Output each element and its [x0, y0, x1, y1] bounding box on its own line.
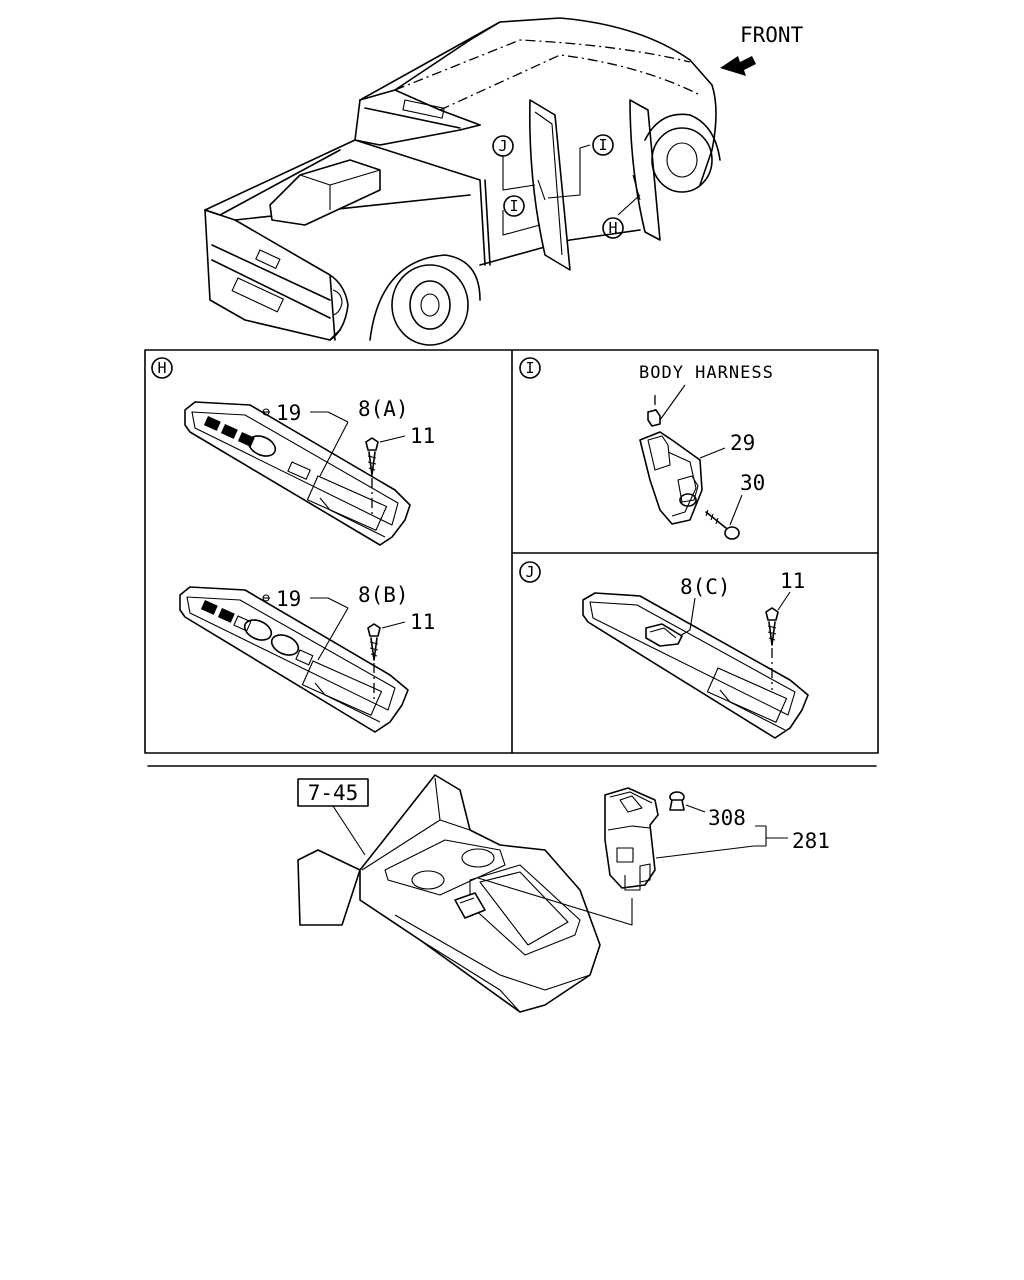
screw-30: [705, 509, 740, 540]
svg-text:H: H: [608, 219, 617, 237]
callout-j: J: [492, 135, 514, 157]
pickup-truck-illustration: [204, 17, 721, 346]
leader-8a: [319, 421, 349, 477]
label-body-harness: BODY HARNESS: [639, 363, 774, 383]
center-console-illustration: [297, 774, 601, 1013]
panel-h: H 19 8(A) 11: [151, 357, 435, 733]
label-8a: 8(A): [358, 397, 409, 421]
screw-308: [669, 791, 685, 811]
label-8c: 8(C): [680, 575, 731, 599]
callout-h: H: [602, 217, 624, 239]
panel-i: I BODY HARNESS 29 30: [519, 357, 774, 540]
detail-panels-frame: [144, 349, 879, 754]
callout-i-rear: I: [503, 195, 525, 217]
leader-281-switch: [655, 845, 755, 859]
screw-11-j: [765, 607, 779, 690]
label-19-top: 19: [276, 401, 301, 425]
door-switch-29: [639, 431, 703, 525]
leader-19-top: [310, 411, 349, 423]
leader-11-top: [379, 435, 406, 443]
screw-11-top: [365, 437, 379, 515]
front-arrow-icon: [720, 56, 756, 76]
svg-text:I: I: [509, 197, 518, 215]
leader-308: [685, 804, 706, 813]
label-11-j: 11: [780, 569, 805, 593]
switch-panel-8b: [179, 586, 409, 733]
label-7-45: 7-45: [308, 781, 359, 805]
leader-8b: [317, 607, 349, 661]
label-281: 281: [792, 829, 830, 853]
leader-11-bottom: [381, 621, 406, 629]
svg-text:J: J: [498, 137, 507, 155]
label-8b: 8(B): [358, 583, 409, 607]
panel-j-letter: J: [525, 563, 534, 581]
label-19-bottom: 19: [276, 587, 301, 611]
leader-switch-to-console: [477, 877, 633, 926]
reference-box-7-45: 7-45: [297, 778, 369, 856]
label-29: 29: [730, 431, 755, 455]
panel-i-letter: I: [525, 359, 534, 377]
label-11-top: 11: [410, 424, 435, 448]
callout-i-front: I: [592, 134, 614, 156]
panel-h-letter: H: [157, 359, 166, 377]
svg-text:I: I: [598, 136, 607, 154]
label-11-bottom: 11: [410, 610, 435, 634]
switch-281: [604, 787, 659, 891]
switch-panel-8c: [582, 592, 809, 739]
switch-panel-8a: [184, 401, 411, 546]
harness-connector: [647, 409, 661, 427]
front-label: FRONT: [740, 23, 804, 47]
screw-11-bottom: [367, 623, 381, 700]
leader-19-bottom: [310, 597, 349, 609]
label-308: 308: [708, 806, 746, 830]
front-direction-indicator: FRONT: [720, 23, 804, 76]
label-30: 30: [740, 471, 765, 495]
leader-281-bracket: [754, 825, 788, 847]
panel-j: J 8(C) 11: [519, 561, 809, 739]
